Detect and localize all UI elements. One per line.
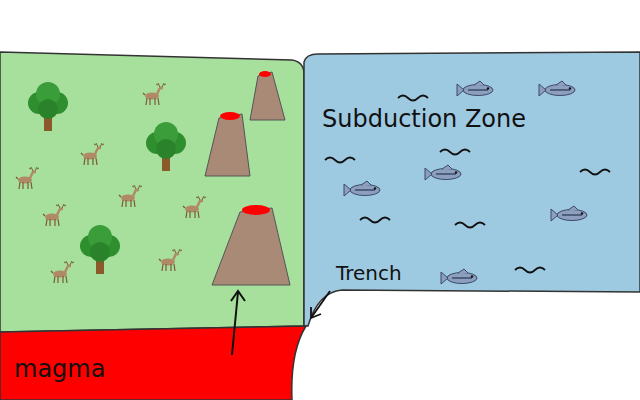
- ocean-plate: [304, 52, 640, 326]
- trees: [28, 82, 186, 274]
- label-box: Subduction Zone: [322, 106, 526, 132]
- deer-herd: [16, 83, 206, 283]
- region-label: magma: [14, 355, 105, 383]
- volcanoes: [205, 71, 290, 285]
- label-box: magma: [14, 356, 105, 382]
- feature-label: Trench: [336, 261, 402, 285]
- trench-leader: [311, 291, 330, 318]
- rising-arrow: [231, 291, 245, 355]
- label-box: Trench: [336, 262, 402, 284]
- land-plate: [0, 52, 304, 332]
- region-label: Subduction Zone: [322, 105, 526, 133]
- magma-region: [0, 326, 306, 400]
